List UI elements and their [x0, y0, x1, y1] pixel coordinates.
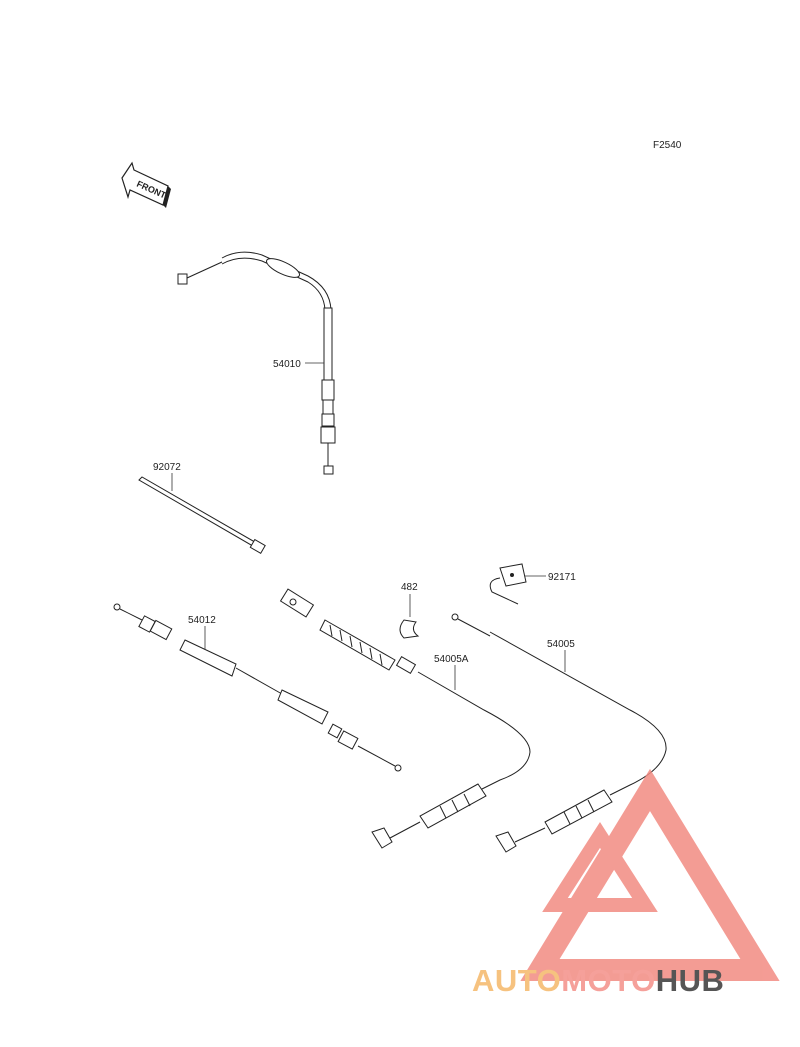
watermark-logo: AUTOMOTOHUB [472, 963, 724, 999]
logo-text-moto: MOTO [561, 963, 656, 998]
part-label-54012: 54012 [188, 615, 216, 626]
logo-text-hub: HUB [655, 963, 725, 998]
clip-482 [399, 619, 420, 639]
logo-triangle-icon [520, 768, 780, 981]
front-arrow-icon: FRONT [121, 161, 171, 208]
part-label-54005A: 54005A [434, 654, 469, 665]
part-label-54010: 54010 [273, 359, 301, 370]
cable-54012 [113, 603, 402, 772]
part-label-92171: 92171 [548, 572, 576, 583]
clamp-92171 [489, 563, 527, 605]
part-label-482: 482 [401, 582, 418, 593]
cable-54005A [279, 588, 531, 849]
cable-54010 [177, 251, 336, 475]
part-label-92072: 92072 [153, 462, 181, 473]
part-label-54005: 54005 [547, 639, 575, 650]
logo-text-auto: AUTO [472, 963, 562, 998]
cable-tie-92072 [138, 476, 266, 555]
cable-54005 [451, 613, 667, 853]
figure-code: F2540 [653, 140, 682, 151]
